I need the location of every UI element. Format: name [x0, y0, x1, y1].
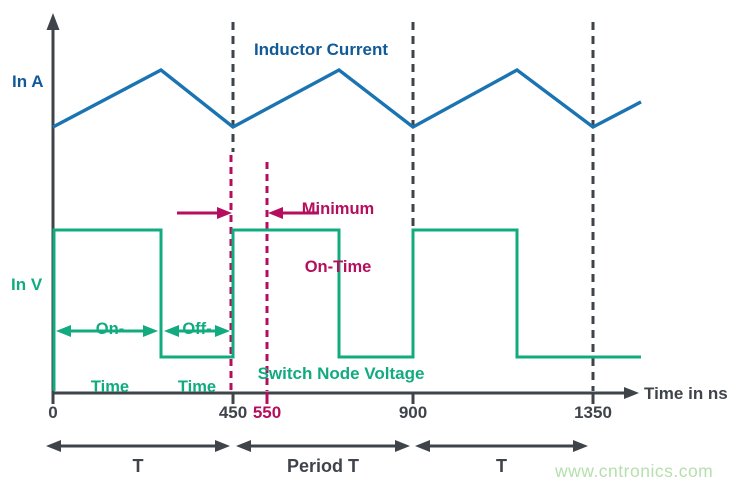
on-time-line2: Time — [90, 378, 130, 397]
period-arrow-1-left-arrowhead — [236, 440, 251, 452]
period-arrow-2-left-arrowhead — [415, 440, 430, 452]
period-span-label: T — [132, 456, 144, 476]
period-arrow-1-right-arrowhead — [395, 440, 410, 452]
waveform-inductor-current — [52, 67, 642, 130]
tick-label-900: 900 — [398, 403, 428, 422]
off-time-arrow-left-arrowhead — [164, 325, 179, 337]
minimum-on-time-label: Minimum On-Time — [292, 161, 384, 317]
period-arrow-2-right-arrowhead — [573, 440, 588, 452]
watermark: www.cntronics.com — [555, 461, 714, 481]
tick-label-1350: 1350 — [574, 403, 612, 422]
tick-label-450: 450 — [218, 403, 248, 422]
on-time-arrow-right-arrowhead — [143, 325, 158, 337]
x-axis-label: Time in ns — [644, 384, 728, 403]
tick-label-550: 550 — [252, 403, 282, 422]
period-span-label: Period T — [286, 456, 360, 476]
y-axis-label-current: In A — [12, 72, 44, 91]
x-axis-arrowhead — [624, 387, 639, 399]
y-axis-label-voltage: In V — [11, 275, 43, 294]
waveform-switch-node-voltage — [52, 228, 641, 391]
off-time-line1: Off- — [182, 319, 212, 338]
period-arrow-0-right-arrowhead — [215, 440, 230, 452]
off-time-arrow-right-arrowhead — [215, 325, 230, 337]
on-time-label: On- Time — [72, 281, 148, 437]
period-span-label: T — [496, 456, 507, 476]
on-time-line1: On- — [95, 319, 125, 338]
minimum-on-time-line2: On-Time — [304, 258, 372, 277]
tick-label-0: 0 — [48, 403, 58, 422]
y-axis-arrowhead — [46, 13, 60, 30]
on-time-arrow-left-arrowhead — [56, 325, 71, 337]
switch-node-voltage-label: Switch Node Voltage — [257, 364, 425, 383]
minimum-on-time-line1: Minimum — [301, 199, 375, 218]
min-on-time-left-arrowhead — [217, 207, 232, 219]
inductor-current-label: Inductor Current — [253, 40, 389, 59]
min-on-time-right-arrowhead — [268, 207, 283, 219]
period-arrow-0-left-arrowhead — [46, 440, 61, 452]
off-time-label: Off- Time — [159, 281, 235, 437]
off-time-line2: Time — [177, 378, 217, 397]
